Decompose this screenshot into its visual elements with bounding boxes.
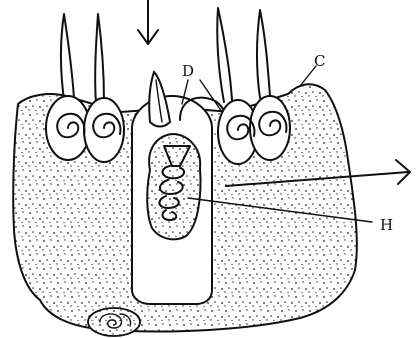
top-arrow bbox=[138, 0, 158, 44]
label-d: D bbox=[182, 62, 194, 80]
lower-spiral-cell bbox=[88, 308, 140, 336]
inner-bud bbox=[147, 134, 200, 239]
label-h: H bbox=[380, 216, 393, 234]
label-c: C bbox=[314, 52, 325, 70]
left-cells bbox=[46, 14, 124, 162]
